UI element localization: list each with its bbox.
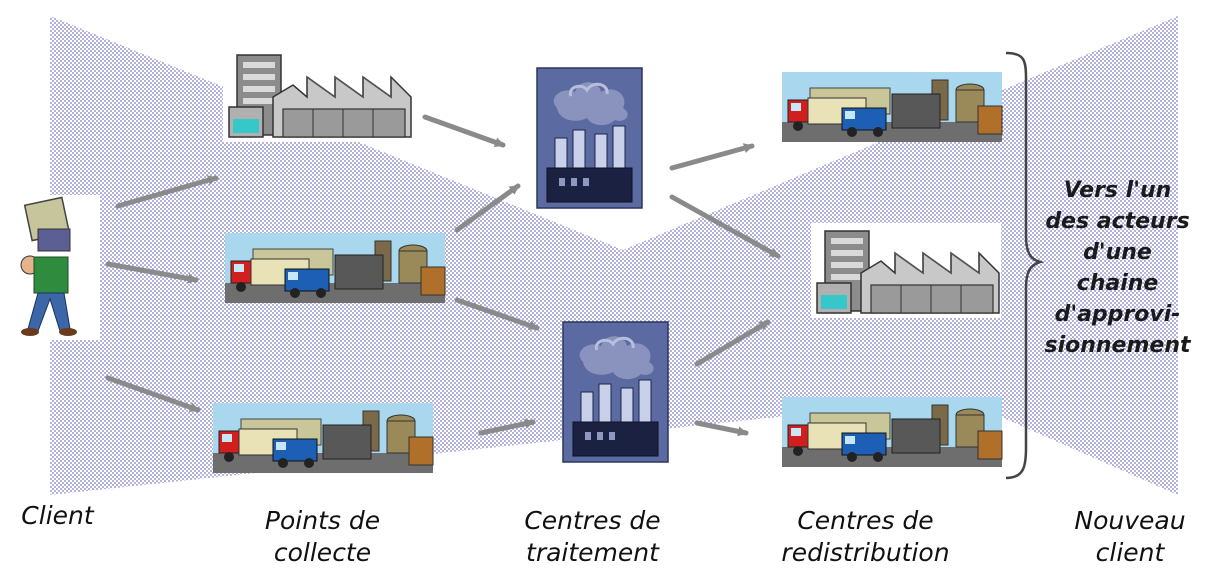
trucks-factory-icon [781,71,1003,143]
office-warehouse-icon [222,46,414,143]
label-nouveau-client: Nouveau client [1074,506,1186,567]
label-client: Client [21,501,94,530]
arrow-collect1-to-process1 [422,114,506,148]
arrow-process1-to-redist1 [669,143,755,171]
trucks-factory-icon [781,396,1003,468]
arrow-client-to-collect-1 [115,175,219,209]
flow-arrows [105,114,781,437]
factory-smokestack-icon [561,320,670,464]
arrow-process1-to-redist2 [669,194,781,259]
trucks-factory-icon [212,402,434,474]
arrow-collect2-to-process2 [454,297,540,331]
arrow-process2-to-redist3 [694,420,749,437]
label-centres-de-redistribution: Centres de redistribution [781,506,950,567]
curly-brace [1005,51,1045,480]
arrow-client-to-collect-3 [105,375,201,413]
arrow-collect3-to-process2 [478,418,536,436]
arrow-collect2-to-process1 [454,183,521,233]
arrow-client-to-collect-2 [105,261,199,284]
office-warehouse-icon [810,222,1002,319]
person-carrying-box-icon [8,195,100,340]
factory-smokestack-icon [535,66,644,210]
label-points-de-collecte: Points de collecte [264,506,381,567]
arrow-process2-to-redist2 [694,319,771,367]
trucks-factory-icon [224,232,446,304]
supply-chain-side-note: Vers l'un des acteurs d'une chaine d'app… [1044,178,1191,358]
label-centres-de-traitement: Centres de traitement [524,506,661,567]
